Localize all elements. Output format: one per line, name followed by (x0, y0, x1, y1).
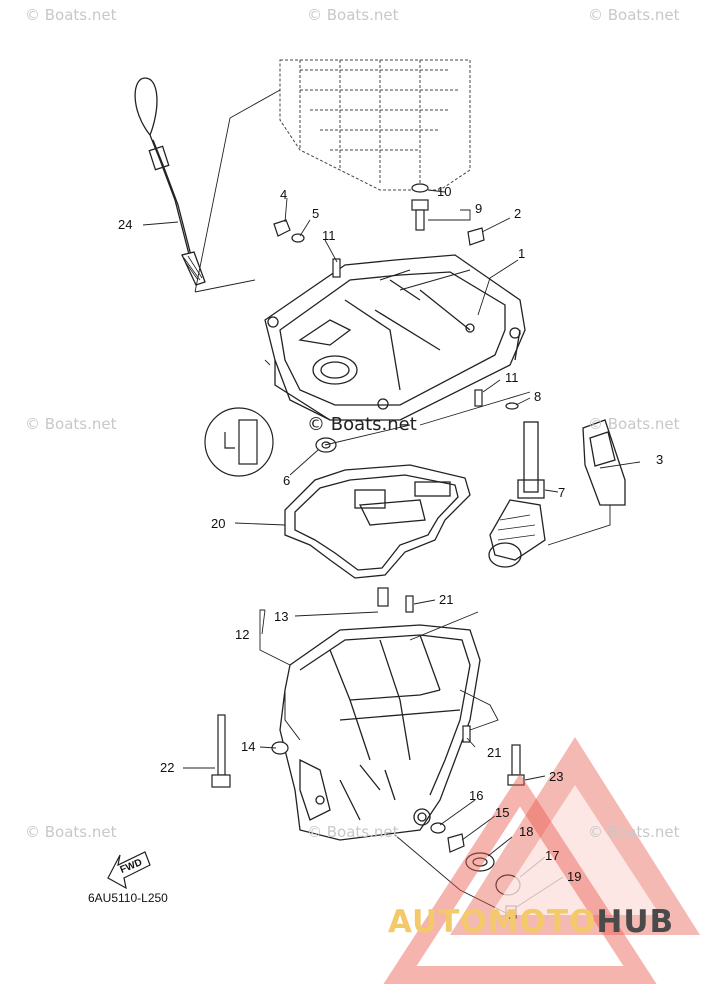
callout-11-mid: 11 (505, 370, 519, 385)
gasket (284, 464, 471, 579)
callout-14: 14 (241, 739, 256, 754)
callout-13: 13 (274, 609, 289, 624)
callout-4: 4 (280, 187, 288, 202)
callout-19: 19 (567, 869, 582, 884)
watermark-bottom-right: © Boats.net (588, 823, 680, 841)
watermark-bottom-center: © Boats.net (307, 823, 399, 841)
callout-3: 3 (656, 452, 664, 467)
callout-7: 7 (558, 485, 566, 500)
callout-23: 23 (549, 769, 564, 784)
engine-block-outline (279, 59, 471, 191)
callout-8: 8 (534, 389, 542, 404)
automotohub-logo-triangle (383, 737, 700, 984)
callout-9: 9 (475, 201, 483, 216)
automotohub-logo-text: AUTOMOTOHUB (388, 904, 674, 940)
callout-16: 16 (469, 788, 484, 803)
watermark-mid-left: © Boats.net (25, 415, 117, 433)
callout-20: 20 (211, 516, 226, 531)
watermark-bottom-left: © Boats.net (25, 823, 117, 841)
diagram-code: 6AU5110-L250 (88, 891, 168, 905)
watermark-top-center: © Boats.net (307, 6, 399, 24)
callout-6: 6 (283, 473, 291, 488)
callout-10: 10 (437, 184, 452, 199)
callout-12: 12 (235, 627, 250, 642)
oil-strainer (488, 421, 546, 568)
callout-21-top: 21 (439, 592, 454, 607)
brand-part1: AUTOMOTO (388, 904, 597, 940)
brand-part2: HUB (596, 904, 675, 940)
watermark-top-left: © Boats.net (25, 6, 117, 24)
dipstick (134, 77, 206, 286)
watermark-top-right: © Boats.net (588, 6, 680, 24)
callout-11-top: 11 (322, 228, 336, 243)
callout-17: 17 (545, 848, 560, 863)
oil-pan-lower (279, 624, 481, 841)
oil-pan-upper (264, 254, 526, 421)
fwd-arrow-icon (107, 851, 151, 890)
watermark-mid-right: © Boats.net (588, 415, 680, 433)
callout-18: 18 (519, 824, 534, 839)
callout-24: 24 (118, 217, 133, 232)
callout-5: 5 (312, 206, 320, 221)
watermark-center: © Boats.net (307, 414, 417, 435)
callout-1: 1 (518, 246, 526, 261)
detail-inset (204, 407, 274, 477)
callout-2: 2 (514, 206, 522, 221)
callout-22: 22 (160, 760, 175, 775)
small-parts (211, 183, 525, 919)
callout-21-bottom: 21 (487, 745, 502, 760)
callout-15: 15 (495, 805, 510, 820)
leader-lines (142, 89, 641, 916)
baffle-plate (582, 419, 626, 506)
